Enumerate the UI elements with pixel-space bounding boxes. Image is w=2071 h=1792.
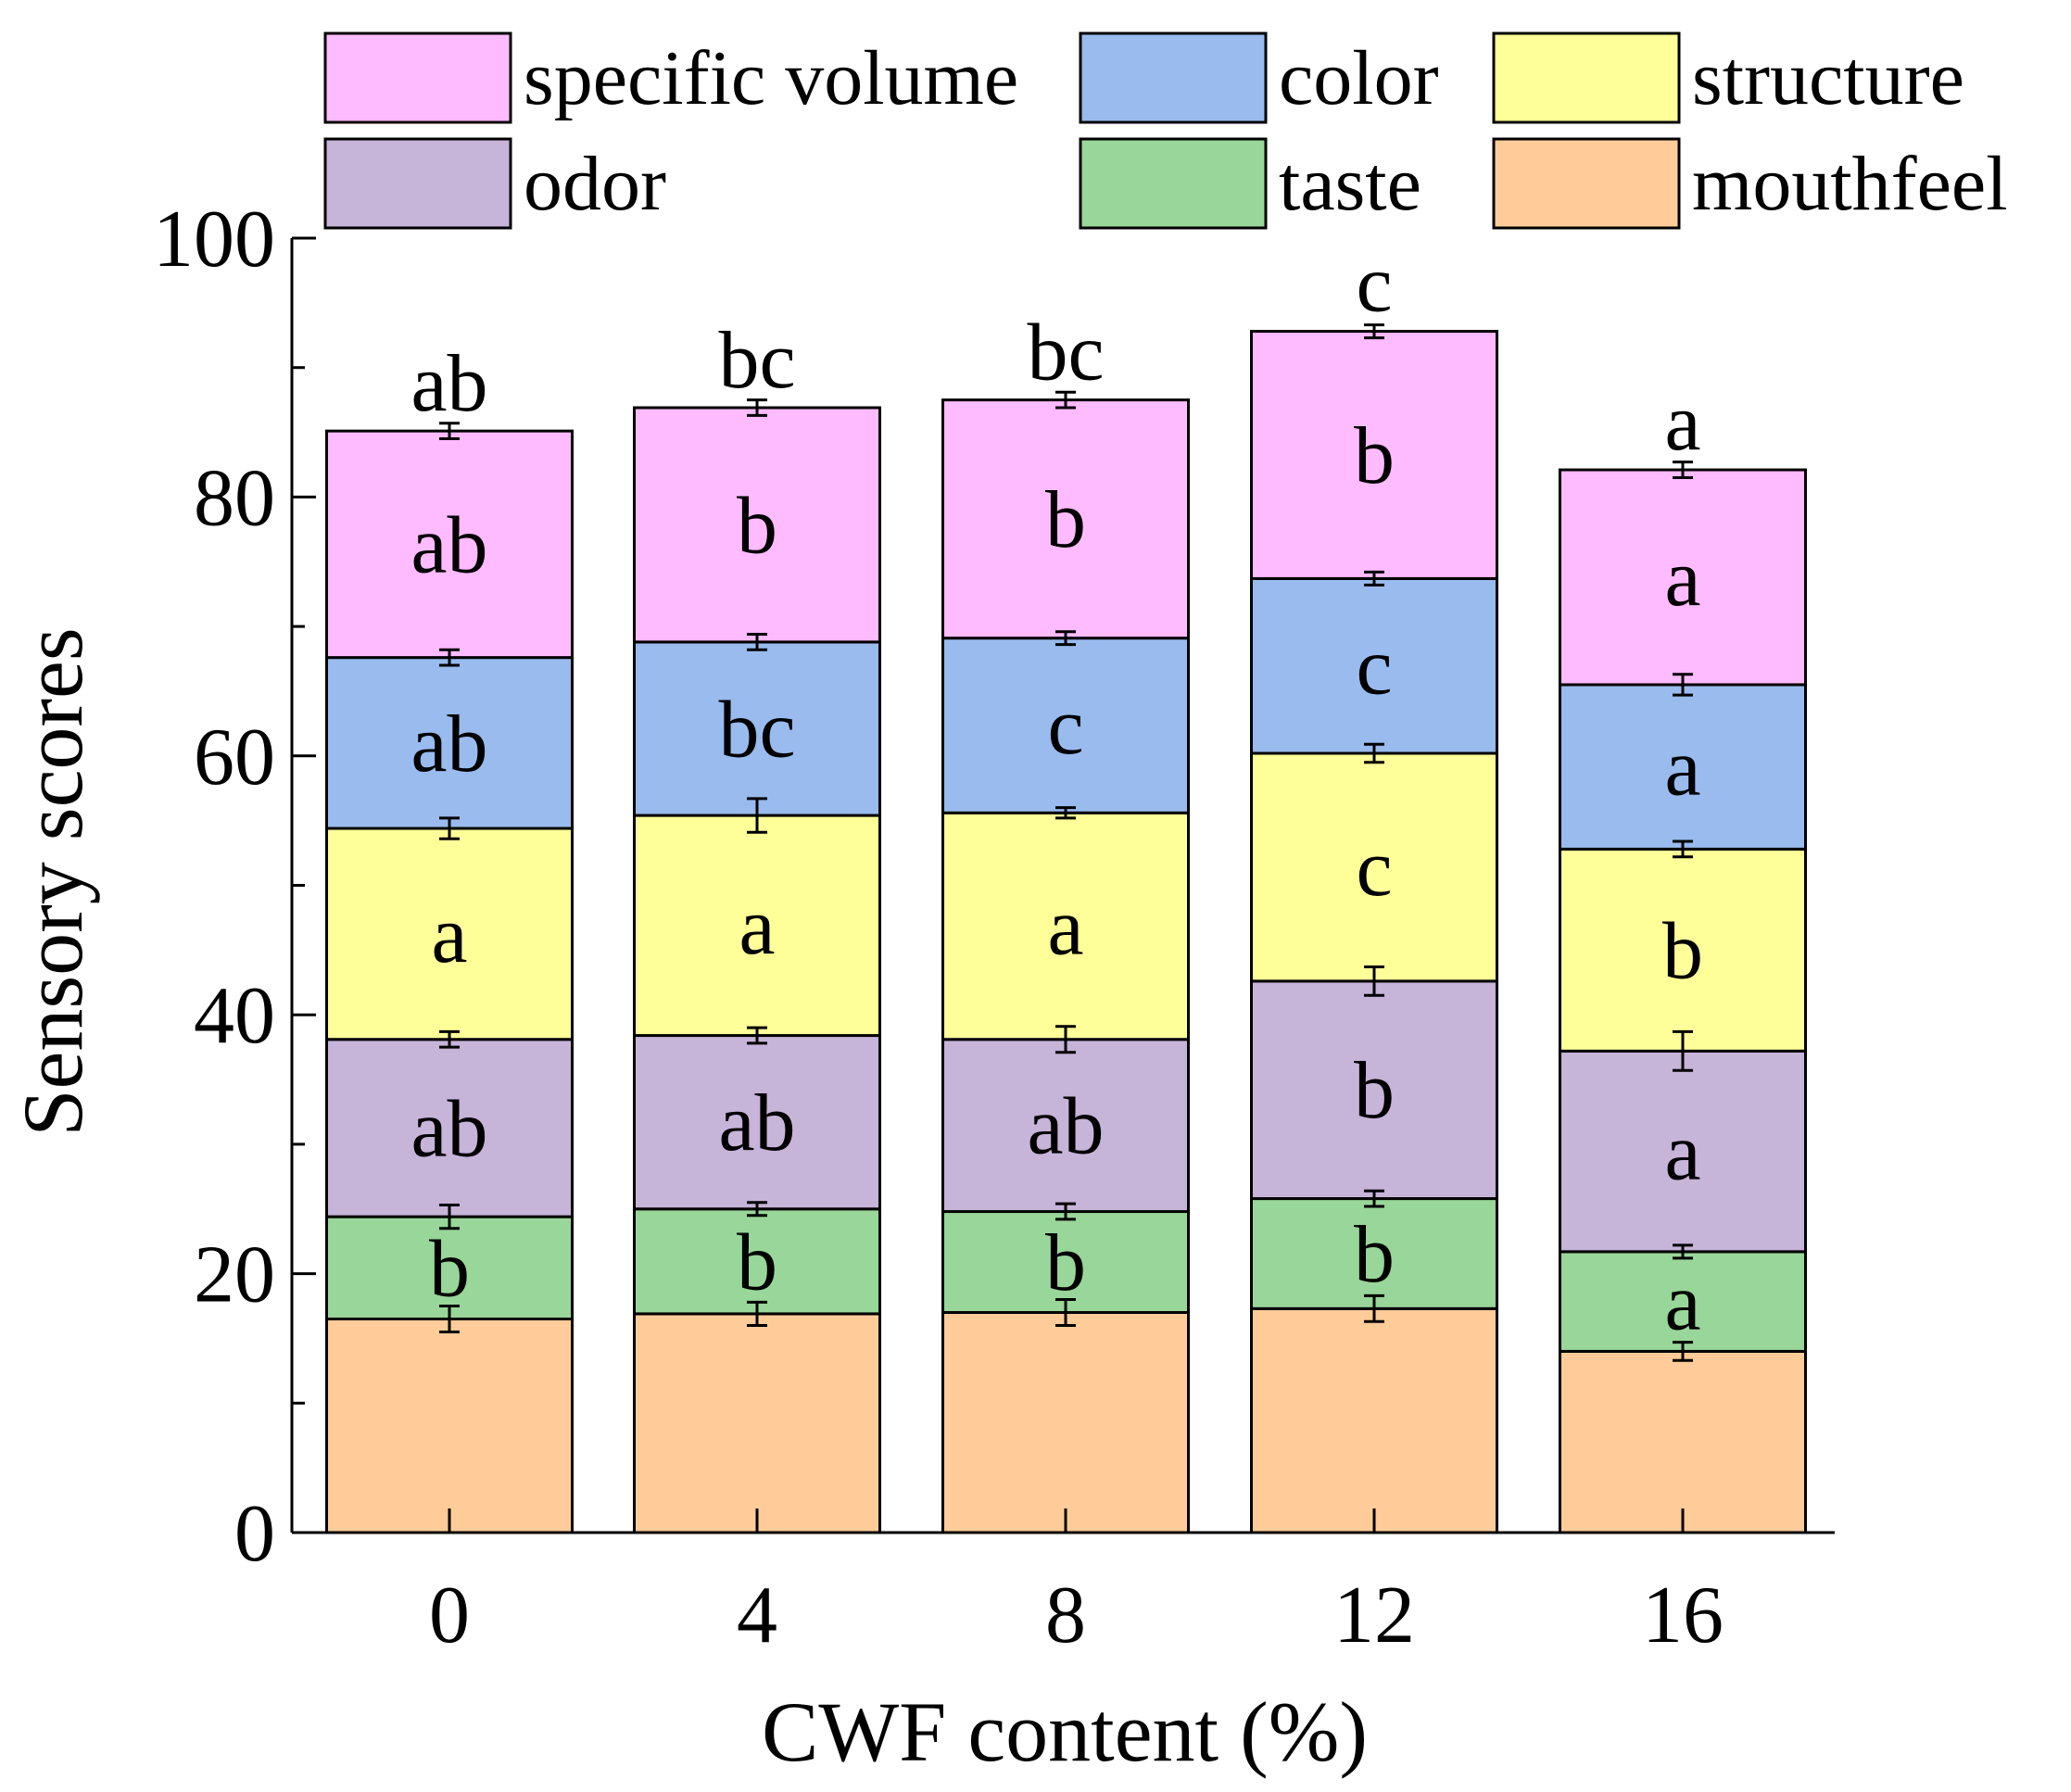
bar-color-0: [325, 656, 574, 830]
sig-letter-odor-4: ab: [718, 1079, 795, 1168]
y-tick-label-20: 20: [194, 1230, 275, 1320]
legend-swatch-structure: [1492, 32, 1681, 124]
bar-taste-4: [633, 1207, 881, 1316]
sig-letter-structure-4: a: [739, 882, 775, 972]
bar-specific-volume-8: [941, 398, 1190, 640]
bar-mouthfeel-8: [941, 1311, 1190, 1534]
bar-structure-8: [941, 811, 1190, 1041]
bar-structure-0: [325, 827, 574, 1041]
total-letter-4: bc: [718, 316, 795, 406]
sig-letter-color-16: a: [1664, 724, 1700, 814]
legend-swatch-mouthfeel: [1492, 137, 1681, 230]
total-letter-12: c: [1356, 240, 1392, 330]
total-letter-16: a: [1664, 378, 1700, 468]
bar-mouthfeel-16: [1559, 1349, 1807, 1534]
axes: 0 20 40 60 80 100 0 4 8 12 16: [153, 195, 1835, 1660]
sig-letter-taste-16: a: [1664, 1258, 1700, 1348]
sig-letter-structure-16: b: [1662, 906, 1703, 996]
legend-label-mouthfeel: mouthfeel: [1692, 141, 2008, 227]
sig-letter-specific-volume-0: ab: [410, 500, 487, 590]
bar-taste-12: [1250, 1197, 1498, 1310]
bar-odor-8: [941, 1038, 1190, 1214]
y-axis-title: Sensory scores: [6, 627, 100, 1136]
legend: specific volume color structure odor taste mo…: [323, 32, 2008, 230]
sig-letter-taste-4: b: [737, 1218, 777, 1307]
sig-letter-specific-volume-8: b: [1045, 475, 1086, 565]
sig-letter-color-12: c: [1356, 623, 1392, 713]
legend-swatch-specific-volume: [323, 32, 512, 124]
bar-color-4: [633, 640, 881, 817]
legend-label-odor: odor: [524, 141, 666, 227]
y-tick-label-100: 100: [153, 195, 275, 284]
legend-label-specific-volume: specific volume: [524, 35, 1018, 121]
x-axis-title: CWF content (%): [762, 1685, 1368, 1779]
legend-label-taste: taste: [1279, 141, 1421, 227]
bar-mouthfeel-12: [1250, 1306, 1498, 1534]
bar-color-12: [1250, 576, 1498, 755]
x-tick-label-12: 12: [1333, 1571, 1415, 1660]
bar-mouthfeel-4: [633, 1312, 881, 1534]
sig-letter-odor-8: ab: [1027, 1082, 1104, 1172]
legend-label-structure: structure: [1692, 35, 1964, 121]
y-tick-label-0: 0: [234, 1489, 275, 1579]
sig-letter-taste-0: b: [429, 1224, 470, 1314]
sig-letter-odor-16: a: [1664, 1108, 1700, 1198]
sig-letter-specific-volume-16: a: [1664, 534, 1700, 624]
sig-letter-structure-0: a: [431, 890, 467, 980]
total-letter-0: ab: [410, 339, 487, 429]
sig-letter-odor-12: b: [1354, 1046, 1395, 1136]
bar-odor-0: [325, 1038, 574, 1218]
legend-swatch-taste: [1079, 137, 1268, 230]
sig-letter-color-0: ab: [410, 700, 487, 789]
total-letter-8: bc: [1027, 309, 1104, 398]
bar-structure-4: [633, 814, 881, 1038]
bar-odor-16: [1559, 1049, 1807, 1254]
sig-letter-structure-8: a: [1047, 883, 1083, 973]
x-tick-label-4: 4: [737, 1571, 777, 1660]
bar-mouthfeel-0: [325, 1317, 574, 1534]
sig-letter-specific-volume-4: b: [737, 481, 777, 571]
bar-specific-volume-12: [1250, 330, 1498, 580]
sig-letter-specific-volume-12: b: [1354, 411, 1395, 501]
x-tick-label-16: 16: [1642, 1571, 1724, 1660]
bar-taste-0: [325, 1215, 574, 1320]
bar-structure-16: [1559, 847, 1807, 1053]
sig-letter-odor-0: ab: [410, 1084, 487, 1174]
legend-swatch-color: [1079, 32, 1268, 124]
sig-letter-taste-12: b: [1354, 1210, 1395, 1300]
legend-label-color: color: [1279, 35, 1439, 121]
x-tick-label-8: 8: [1045, 1571, 1086, 1660]
bar-color-16: [1559, 683, 1807, 851]
sig-letter-color-8: c: [1047, 682, 1083, 772]
sig-letter-structure-12: c: [1356, 824, 1392, 914]
y-tick-label-80: 80: [194, 453, 275, 543]
y-tick-label-40: 40: [194, 971, 275, 1061]
x-tick-label-0: 0: [429, 1571, 470, 1660]
sig-letter-taste-8: b: [1045, 1218, 1086, 1308]
bar-specific-volume-0: [325, 429, 574, 660]
bar-color-8: [941, 637, 1190, 814]
y-tick-label-60: 60: [194, 713, 275, 802]
legend-swatch-odor: [323, 137, 512, 230]
bar-specific-volume-16: [1559, 468, 1807, 687]
sig-letter-color-4: bc: [718, 685, 795, 775]
